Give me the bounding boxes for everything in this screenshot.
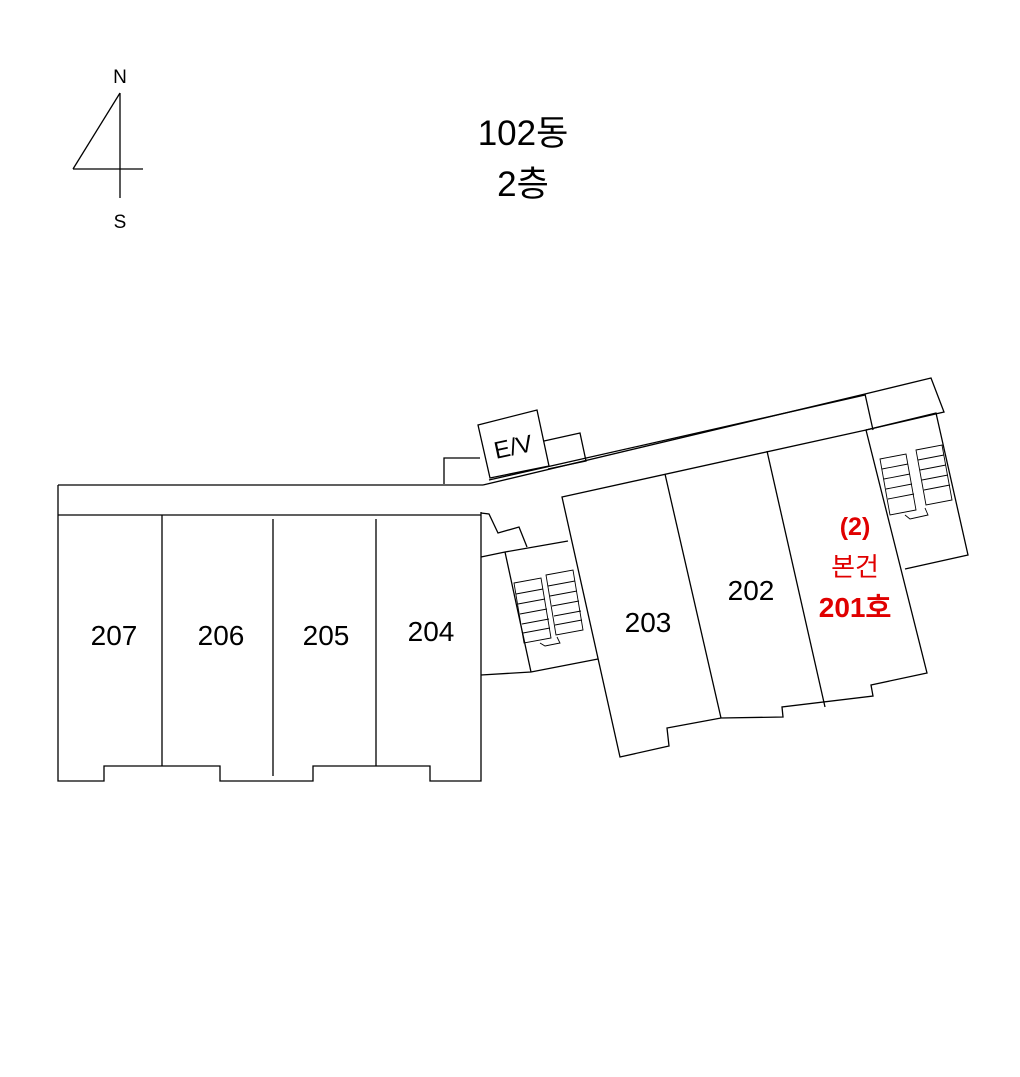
unit-203-label: 203 bbox=[625, 607, 672, 638]
stair-left-landing bbox=[539, 636, 561, 647]
stair-right bbox=[879, 444, 953, 520]
lobby-block bbox=[443, 457, 480, 484]
compass: N S bbox=[72, 67, 143, 233]
unit-207-label: 207 bbox=[91, 620, 138, 651]
lobby-notch bbox=[480, 512, 528, 548]
stair-left-wall bbox=[504, 551, 532, 673]
elevator-label: E/V bbox=[492, 430, 535, 464]
left-wing bbox=[57, 484, 483, 782]
wall-202-201 bbox=[766, 450, 826, 708]
floor-title: 2층 bbox=[497, 165, 549, 204]
elevator-side-room bbox=[543, 432, 587, 470]
stair-left bbox=[513, 569, 584, 647]
stair-top-wall bbox=[480, 540, 569, 558]
stair-bottom-wall bbox=[480, 658, 599, 676]
left-wing-outline bbox=[57, 485, 482, 782]
stair-left-flight-a bbox=[513, 577, 552, 644]
compass-north-label: N bbox=[113, 67, 127, 88]
compass-south-label: S bbox=[114, 212, 127, 233]
corridor-upper-wall bbox=[482, 377, 945, 486]
stair-right-flight-b bbox=[915, 444, 953, 506]
building-title: 102동 bbox=[478, 114, 569, 153]
right-wing bbox=[561, 393, 969, 758]
corridor-end-wall bbox=[864, 393, 874, 431]
stair-right-flight-a bbox=[879, 453, 917, 516]
subject-unit-label: 201호 bbox=[819, 592, 891, 623]
unit-206-label: 206 bbox=[198, 620, 245, 651]
stair-right-landing bbox=[904, 507, 929, 520]
unit-204-label: 204 bbox=[408, 616, 455, 647]
unit-202-label: 202 bbox=[728, 575, 775, 606]
subject-note-label: 본건 bbox=[831, 552, 879, 582]
subject-index-label: (2) bbox=[840, 513, 871, 541]
unit-205-label: 205 bbox=[303, 620, 350, 651]
right-wing-outline bbox=[561, 429, 928, 758]
compass-needle bbox=[72, 92, 121, 170]
stair-left-flight-b bbox=[545, 569, 584, 636]
corridor-lower-edge bbox=[488, 394, 866, 481]
wall-203-202 bbox=[664, 473, 722, 719]
right-stair-room bbox=[865, 412, 969, 570]
